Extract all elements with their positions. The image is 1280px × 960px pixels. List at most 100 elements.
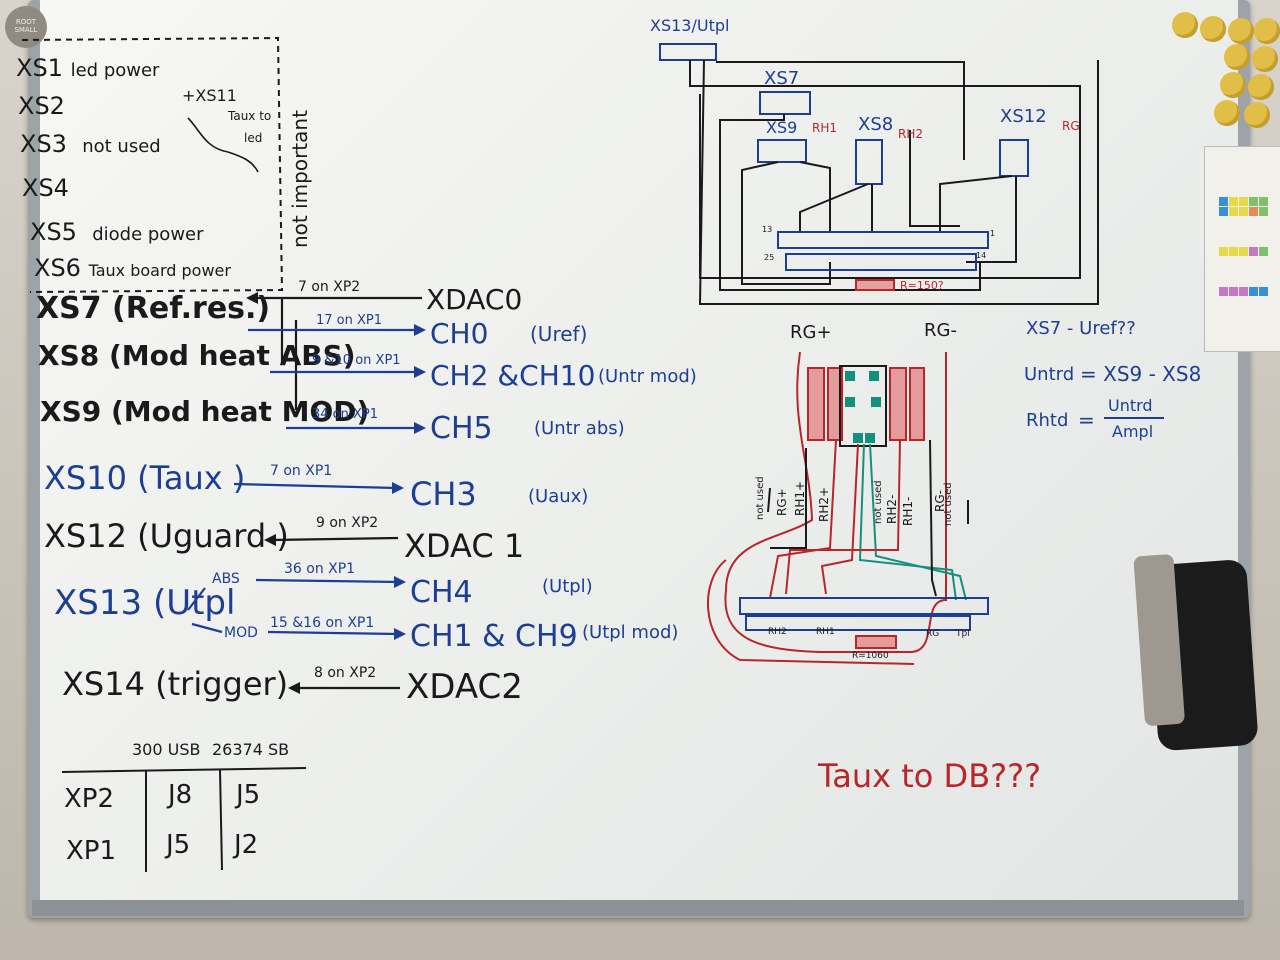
periodic-cell: [1229, 207, 1238, 216]
legend-note: led: [244, 131, 263, 145]
magnet: [1172, 12, 1198, 38]
periodic-cell: [1249, 197, 1258, 206]
usb-table-header: 26374 SB: [212, 740, 290, 759]
whiteboard-surface: [40, 0, 1238, 902]
whiteboard-eraser[interactable]: [1133, 548, 1274, 752]
mapping-abs-label: ABS: [212, 571, 240, 587]
vertical-pin-label: not used: [943, 482, 954, 526]
mapping-wire: 7 on XP1: [270, 463, 333, 479]
periodic-cell: [1259, 247, 1268, 256]
vertical-pin-label: RH1-: [901, 496, 915, 526]
formula-line: XS7 - Uref??: [1026, 318, 1136, 339]
top-wiring-diagram: [659, 43, 1099, 305]
periodic-cell: [1229, 287, 1238, 296]
mapping-target: XDAC0: [426, 283, 523, 316]
magnet: [1228, 18, 1254, 44]
pin-label: 1: [990, 229, 996, 238]
mapping-mod-label: MOD: [224, 625, 258, 641]
mapping-wire: 7 on XP2: [298, 279, 361, 295]
bottom-wiring-diagram: [707, 351, 989, 665]
mapping-source: XS10 (Taux ): [44, 459, 246, 497]
round-logo-sticker: ROOT SMALL: [5, 6, 47, 48]
diagram-label: RG-: [924, 320, 957, 341]
legend-note: Taux to: [228, 109, 272, 123]
usb-table-cell: J8: [168, 780, 193, 810]
periodic-cell: [1259, 287, 1268, 296]
mapping-target: CH1 & CH9: [410, 619, 578, 654]
magnet: [1224, 44, 1250, 70]
mapping-note: (Uaux): [528, 486, 589, 507]
formula-fraction-eq: =: [1078, 408, 1095, 432]
periodic-cell: [1259, 197, 1268, 206]
periodic-cell: [1219, 197, 1228, 206]
legend-item: XS2: [18, 94, 65, 118]
periodic-cell: [1239, 197, 1248, 206]
legend-note: +XS11: [182, 86, 237, 105]
usb-table-cell: J2: [234, 830, 259, 860]
periodic-cell: [1229, 197, 1238, 206]
vertical-pin-label: RH1+: [793, 480, 807, 516]
usb-table-cell: J5: [166, 830, 191, 860]
periodic-cell: [1259, 207, 1268, 216]
connector-pin-label: RH1: [816, 627, 835, 637]
legend-side-label: not important: [288, 110, 312, 248]
mapping-wire: 9 on XP2: [316, 515, 379, 531]
legend-item: XS6 Taux board power: [34, 256, 231, 280]
legend-item-id: XS5: [30, 218, 77, 246]
mapping-wire: 8 on XP2: [314, 665, 377, 681]
formula-line: Untrd: [1024, 364, 1075, 385]
periodic-cell: [1219, 287, 1228, 296]
diagram-label: RG: [1062, 119, 1080, 133]
mapping-target: CH4: [410, 575, 473, 610]
usb-table-cell: XP1: [66, 836, 117, 866]
usb-table-cell: J5: [236, 780, 261, 810]
diagram-label: XS13/Utpl: [650, 16, 730, 35]
magnet: [1254, 18, 1280, 44]
vertical-pin-label: not used: [755, 476, 766, 520]
periodic-cell: [1219, 207, 1228, 216]
mapping-wire: 34 on XP1: [312, 407, 379, 422]
diagram-label: RH1: [812, 121, 837, 135]
magnet: [1200, 16, 1226, 42]
mapping-target: CH2 &CH10: [430, 359, 596, 392]
legend-item-id: XS2: [18, 92, 65, 120]
legend-item-id: XS3: [20, 130, 67, 158]
mapping-note: (Uref): [530, 322, 588, 346]
resistor-label: R=150?: [900, 279, 944, 292]
diagram-label: XS7: [764, 68, 800, 89]
vertical-pin-label: not used: [873, 480, 884, 524]
vertical-pin-label: RG+: [775, 488, 789, 516]
legend-item-desc: led power: [70, 60, 160, 81]
usb-table-header: 300 USB: [132, 740, 201, 759]
mapping-target: XDAC2: [406, 667, 523, 707]
legend-item-desc: diode power: [92, 224, 204, 245]
legend-item-id: XS4: [22, 174, 69, 202]
connector-pin-label: Tpl: [956, 629, 970, 639]
periodic-cell: [1219, 247, 1228, 256]
mapping-note: (Utpl mod): [582, 622, 679, 643]
diagram-label: XS8: [858, 114, 894, 135]
vertical-pin-label: RH2-: [885, 494, 899, 524]
connector-pin-label: RH2: [768, 627, 787, 637]
magnet: [1214, 100, 1240, 126]
diagram-label: RH2: [898, 127, 923, 141]
periodic-cell: [1239, 247, 1248, 256]
periodic-cell: [1249, 287, 1258, 296]
magnet: [1244, 102, 1270, 128]
periodic-cell: [1249, 207, 1258, 216]
periodic-cell: [1239, 287, 1248, 296]
mapping-source: XS12 (Uguard ): [44, 517, 289, 555]
mapping-arrows: [187, 292, 426, 694]
formula-numerator: Untrd: [1108, 396, 1153, 415]
mapping-target: CH0: [430, 317, 489, 350]
magnet: [1252, 46, 1278, 72]
mapping-wire: 15 &16 on XP1: [270, 615, 375, 631]
mapping-target: XDAC 1: [404, 527, 525, 565]
legend-note-squiggle: [187, 117, 259, 173]
usb-table-cell: XP2: [64, 784, 115, 814]
legend-item-desc: not used: [82, 136, 161, 157]
marker-tray: [32, 900, 1244, 916]
mapping-wire: 17 on XP1: [316, 313, 383, 328]
legend-item: XS4: [22, 176, 69, 200]
